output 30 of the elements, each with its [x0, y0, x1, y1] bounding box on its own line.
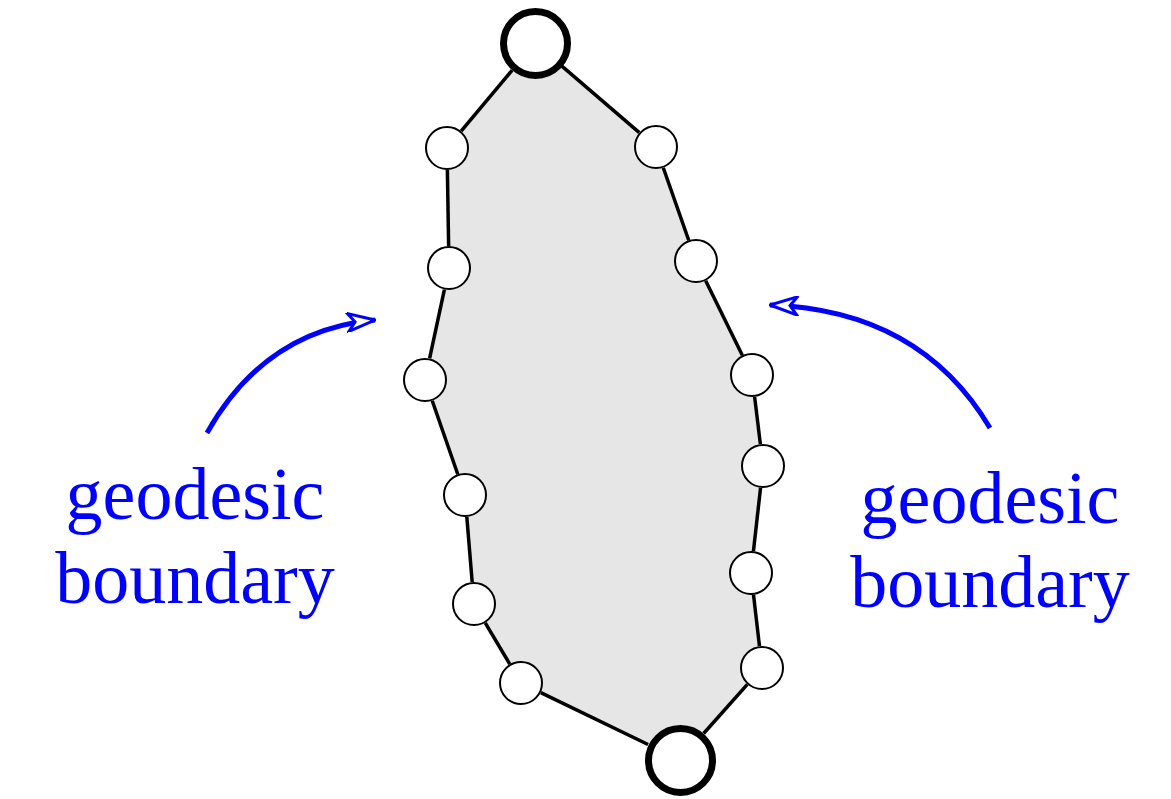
- vertex-circle: [741, 444, 785, 488]
- boundary-line: [560, 64, 641, 134]
- boundary-line: [704, 279, 744, 357]
- leader-arrow: [204, 313, 377, 435]
- vertex-circle: [644, 724, 716, 796]
- boundary-line: [751, 594, 762, 647]
- boundary-line: [427, 289, 447, 359]
- annotation-text: geodesic boundary: [805, 456, 1171, 624]
- boundary-line: [465, 516, 474, 583]
- vertex-circle: [740, 646, 784, 690]
- boundary-line: [661, 167, 691, 241]
- boundary-line: [459, 69, 514, 133]
- vertex-circle: [634, 125, 678, 169]
- boundary-line: [752, 396, 763, 445]
- vertex-circle: [403, 358, 447, 402]
- leader-arrow: [768, 296, 993, 430]
- boundary-line: [751, 487, 763, 552]
- vertex-circle: [729, 551, 773, 595]
- annotation-text: geodesic boundary: [15, 452, 375, 620]
- vertex-circle: [730, 353, 774, 397]
- vertex-circle: [427, 246, 471, 290]
- boundary-line: [483, 622, 512, 665]
- boundary-line: [540, 691, 649, 747]
- boundary-line: [430, 400, 460, 475]
- vertex-circle: [452, 582, 496, 626]
- boundary-line: [445, 169, 451, 247]
- vertex-circle: [425, 126, 469, 170]
- vertex-circle: [443, 473, 487, 517]
- boundary-line: [702, 683, 749, 735]
- vertex-circle: [499, 661, 543, 705]
